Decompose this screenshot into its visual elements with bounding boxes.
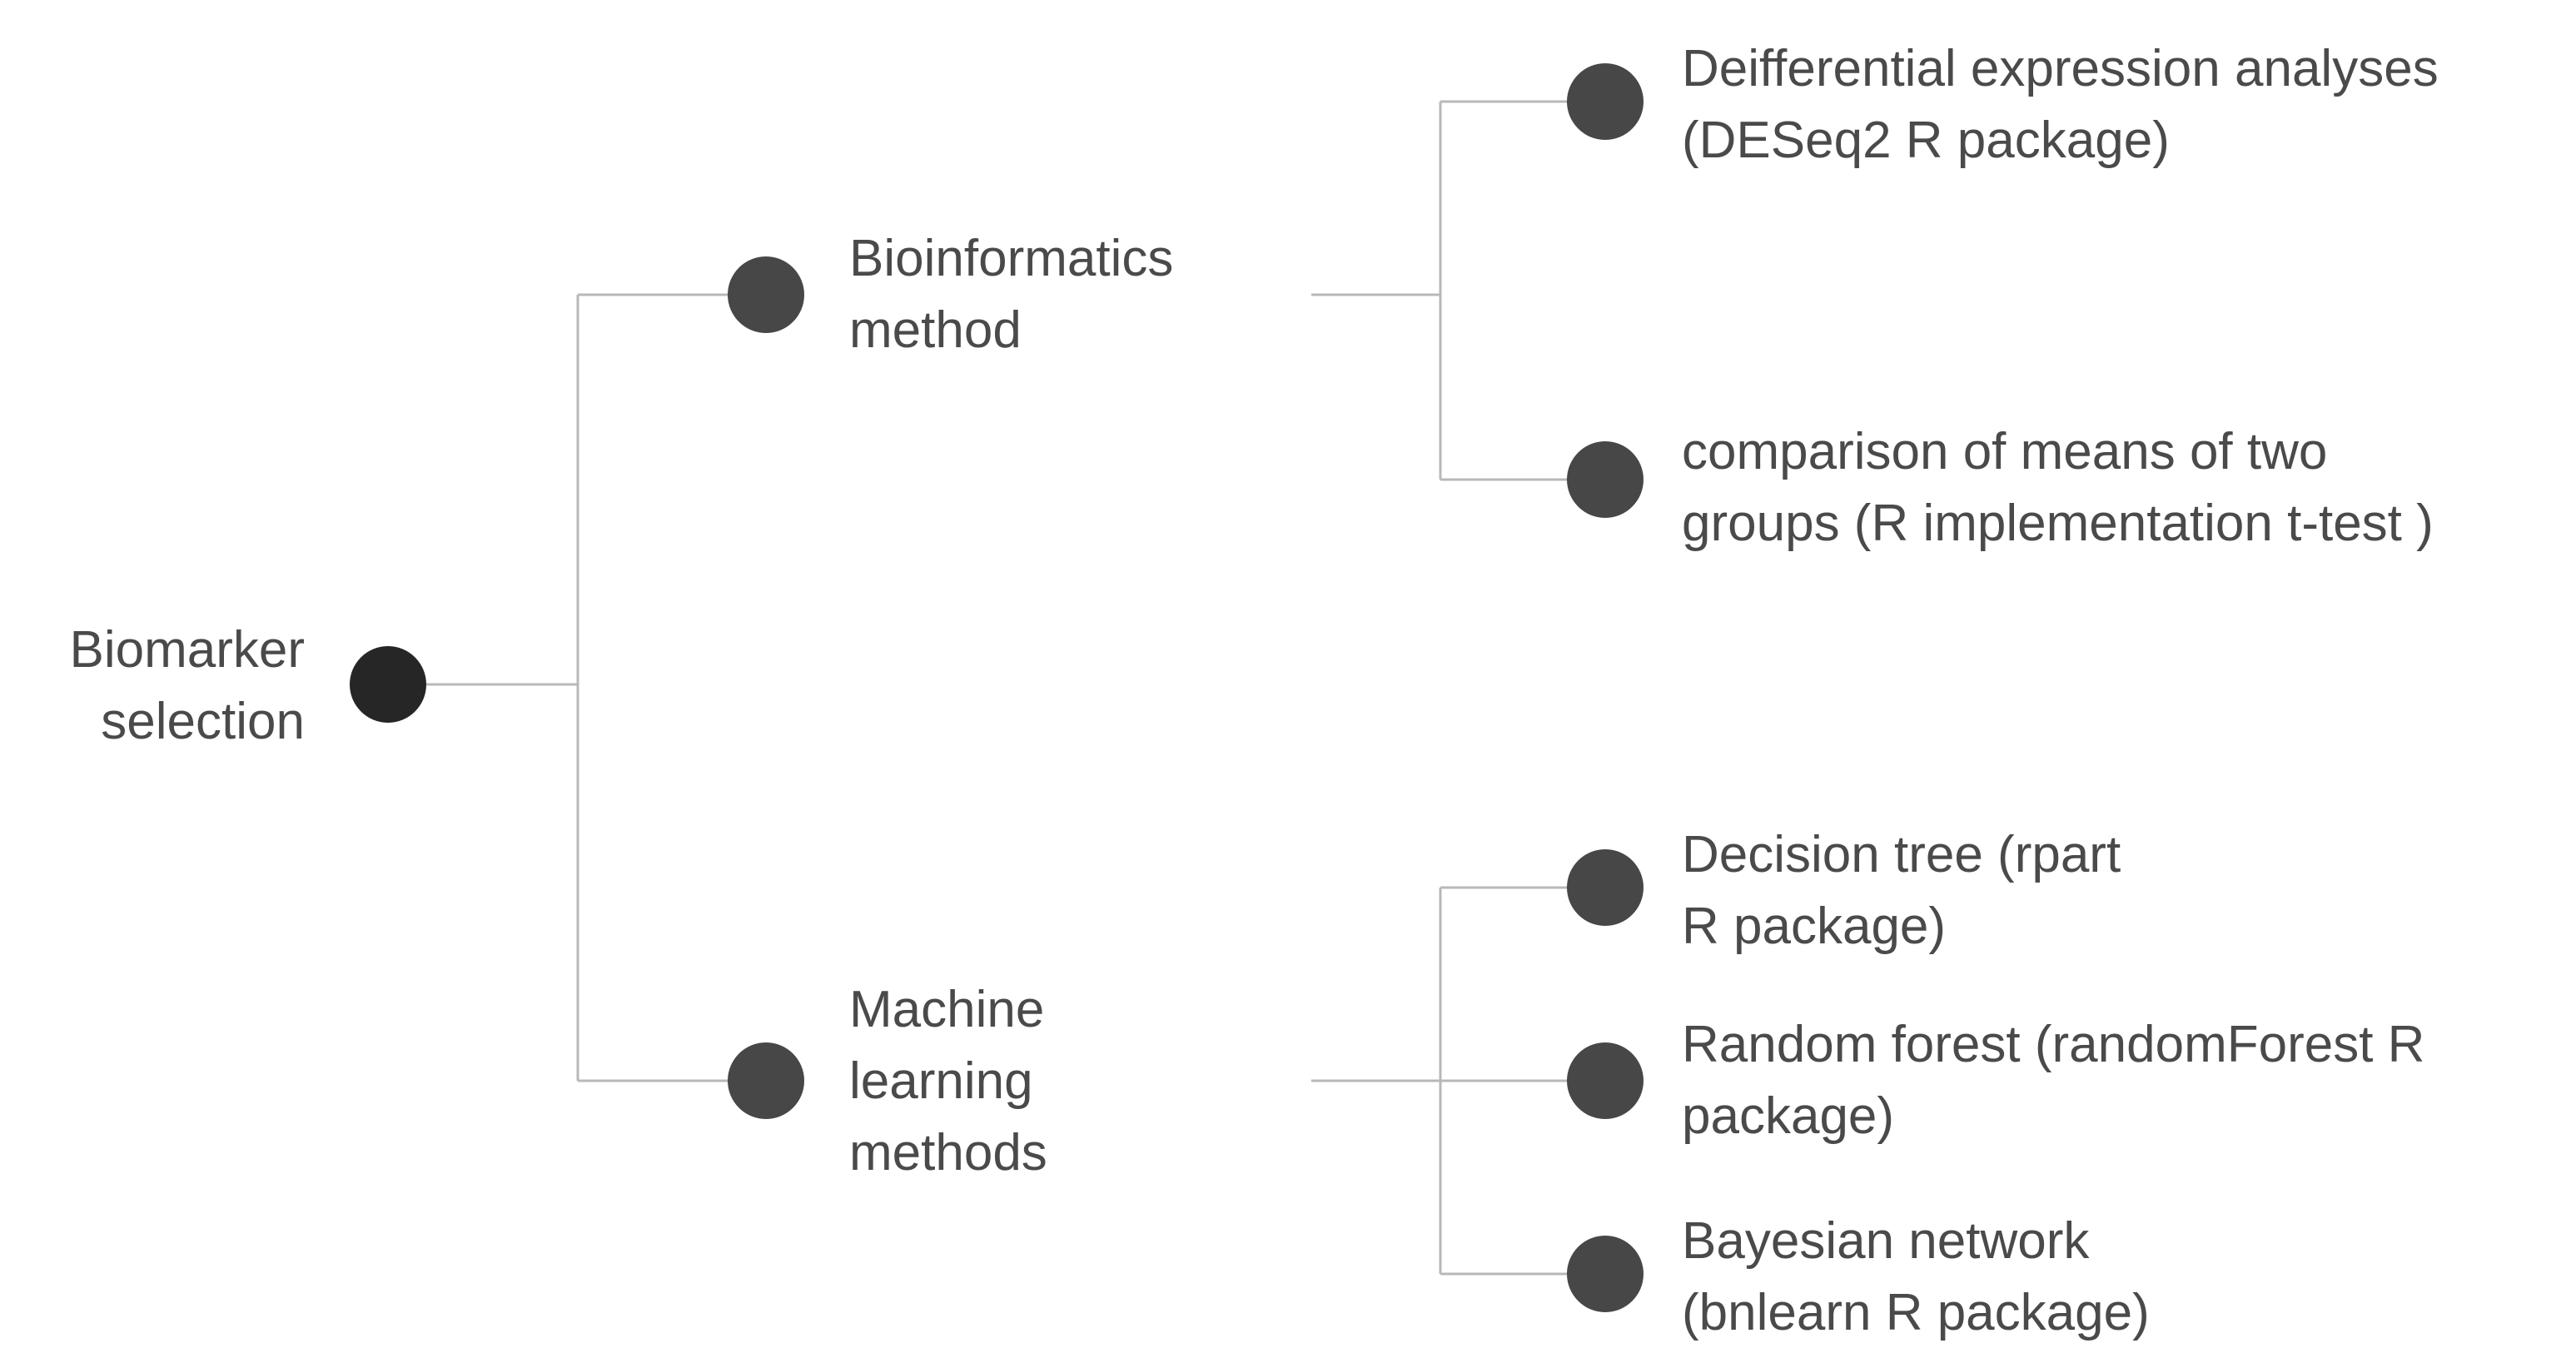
deseq2-label-line: Deifferential expression analyses: [1682, 40, 2439, 97]
ttest-label: comparison of means of two groups (R imp…: [1682, 416, 2434, 560]
connector-root: [391, 293, 766, 1082]
random-forest-label: Random forest (randomForest R package): [1682, 1009, 2424, 1152]
bayesian-network-label-line: (bnlearn R package): [1682, 1284, 2150, 1341]
deseq2-label-line: (DESeq2 R package): [1682, 112, 2170, 169]
random-forest-node-dot: [1567, 1042, 1644, 1119]
machine-learning-label-line: Machine: [849, 981, 1045, 1038]
machine-learning-node-dot: [728, 1042, 804, 1119]
decision-tree-label-line: Decision tree (rpart: [1682, 826, 2121, 883]
connector-machine-learning: [1311, 886, 1599, 1276]
decision-tree-label-line: R package): [1682, 898, 1947, 955]
bayesian-network-node-dot: [1567, 1236, 1644, 1312]
random-forest-label-line: package): [1682, 1087, 1895, 1145]
deseq2-node-dot: [1567, 63, 1644, 140]
deseq2-label: Deifferential expression analyses (DESeq…: [1682, 33, 2439, 177]
machine-learning-label-line: learning: [849, 1052, 1033, 1110]
decision-tree-node-dot: [1567, 849, 1644, 926]
random-forest-label-line: Random forest (randomForest R: [1682, 1016, 2425, 1073]
bioinformatics-label: Bioinformatics method: [849, 223, 1173, 366]
bayesian-network-label-line: Bayesian network: [1682, 1212, 2090, 1270]
root-label-line: selection: [101, 693, 305, 750]
machine-learning-label: Machine learning methods: [849, 974, 1047, 1189]
bioinformatics-label-line: Bioinformatics: [849, 230, 1174, 287]
root-label-line: Biomarker: [69, 621, 305, 679]
machine-learning-label-line: methods: [849, 1124, 1047, 1181]
ttest-node-dot: [1567, 441, 1644, 518]
root-node-dot: [350, 646, 426, 723]
connector-bioinformatics: [1311, 100, 1599, 481]
ttest-label-line: comparison of means of two: [1682, 423, 2328, 480]
bioinformatics-label-line: method: [849, 301, 1022, 359]
bioinformatics-node-dot: [728, 256, 804, 333]
ttest-label-line: groups (R implementation t-test ): [1682, 495, 2434, 552]
root-label: Biomarker selection: [69, 614, 305, 758]
decision-tree-label: Decision tree (rpart R package): [1682, 819, 2121, 963]
bayesian-network-label: Bayesian network (bnlearn R package): [1682, 1206, 2150, 1349]
